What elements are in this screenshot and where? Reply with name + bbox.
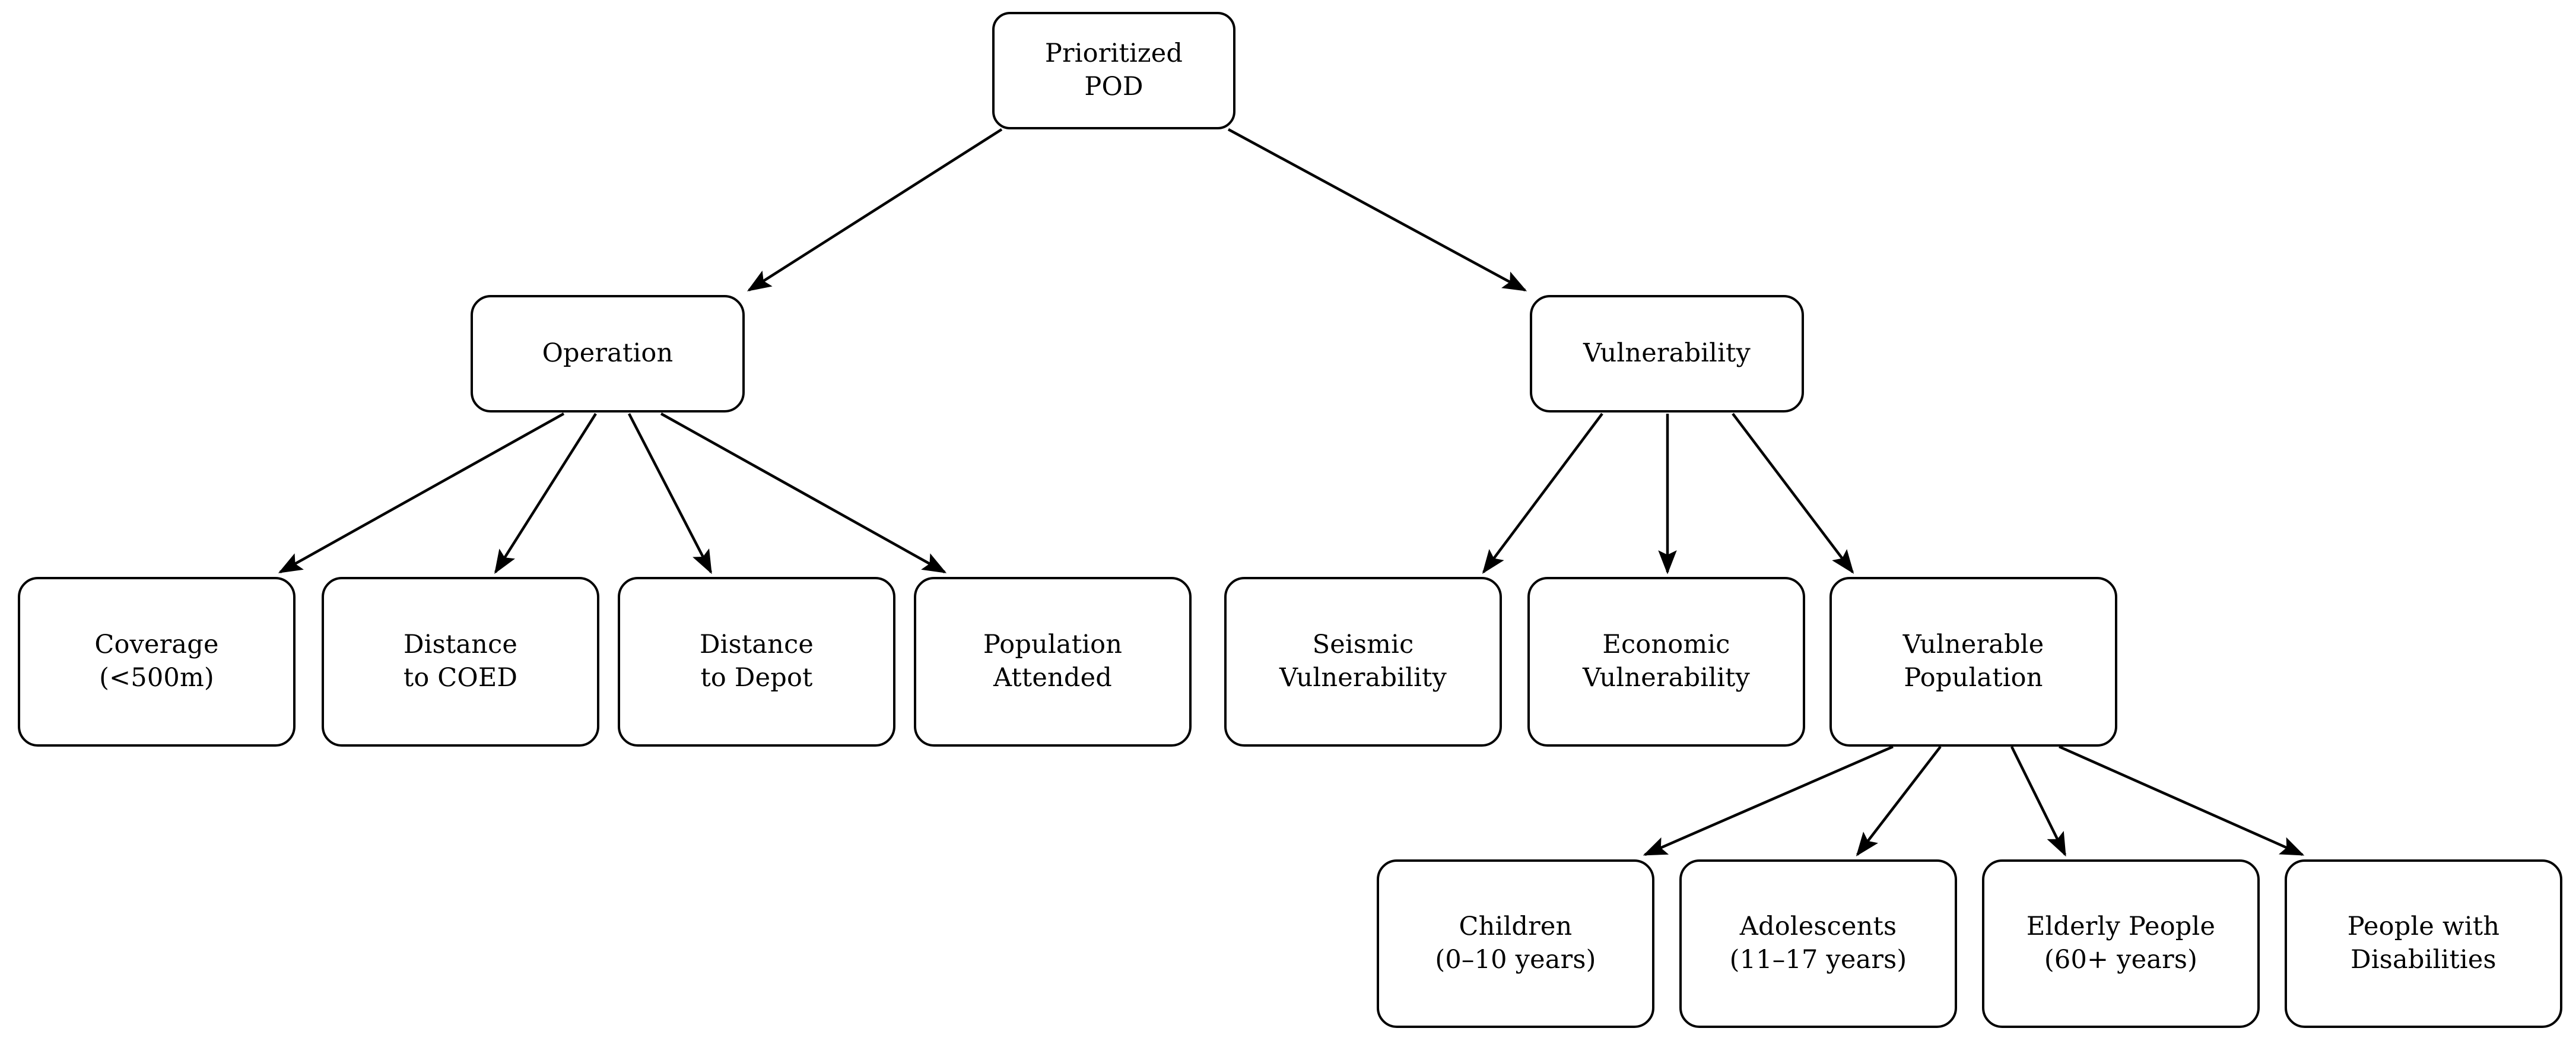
node-distance-to-coed[interactable]: Distance to COED xyxy=(322,577,599,747)
node-label: Children (0–10 years) xyxy=(1435,912,1596,975)
node-vulnerable-population[interactable]: Vulnerable Population xyxy=(1829,577,2117,747)
edge-vulnerable-population-to-elderly-people xyxy=(2010,746,2067,857)
node-label: Economic Vulnerability xyxy=(1582,630,1751,693)
node-label: Distance to COED xyxy=(403,630,518,693)
node-vulnerability[interactable]: Vulnerability xyxy=(1530,295,1804,412)
node-label: Seismic Vulnerability xyxy=(1279,630,1447,693)
edge-vulnerable-population-to-people-with-disabilities xyxy=(2059,745,2305,856)
edge-vulnerability-to-vulnerable-population xyxy=(1732,412,1854,574)
node-label: People with Disabilities xyxy=(2347,912,2500,975)
node-operation[interactable]: Operation xyxy=(471,295,745,412)
edge-prioritized-pod-to-vulnerability xyxy=(1227,128,1527,291)
node-label: Vulnerability xyxy=(1583,338,1751,369)
node-label: Distance to Depot xyxy=(699,630,814,693)
node-adolescents[interactable]: Adolescents (11–17 years) xyxy=(1679,859,1957,1028)
node-people-with-disabilities[interactable]: People with Disabilities xyxy=(2285,859,2562,1028)
edge-operation-to-coverage xyxy=(278,412,565,573)
edge-operation-to-distance-to-depot xyxy=(628,412,712,575)
edge-prioritized-pod-to-operation xyxy=(747,128,1003,291)
edge-vulnerable-population-to-adolescents xyxy=(1856,745,1942,856)
node-children[interactable]: Children (0–10 years) xyxy=(1377,859,1654,1028)
node-label: Adolescents (11–17 years) xyxy=(1729,912,1907,975)
node-elderly-people[interactable]: Elderly People (60+ years) xyxy=(1982,859,2260,1028)
node-population-attended[interactable]: Population Attended xyxy=(914,577,1192,747)
edge-operation-to-distance-to-coed xyxy=(494,412,597,575)
node-label: Vulnerable Population xyxy=(1902,630,2044,693)
node-prioritized-pod[interactable]: Prioritized POD xyxy=(992,12,1235,129)
node-label: Population Attended xyxy=(983,630,1123,693)
edge-vulnerability-to-seismic-vulnerability xyxy=(1482,412,1603,574)
edge-operation-to-population-attended xyxy=(660,412,947,573)
node-seismic-vulnerability[interactable]: Seismic Vulnerability xyxy=(1224,577,1502,747)
node-coverage[interactable]: Coverage (<500m) xyxy=(18,577,296,747)
node-label: Coverage (<500m) xyxy=(94,630,219,693)
node-economic-vulnerability[interactable]: Economic Vulnerability xyxy=(1527,577,1805,747)
edge-vulnerable-population-to-children xyxy=(1643,745,1894,856)
node-distance-to-depot[interactable]: Distance to Depot xyxy=(618,577,895,747)
node-label: Prioritized POD xyxy=(1044,39,1183,101)
node-label: Operation xyxy=(542,338,674,369)
node-label: Elderly People (60+ years) xyxy=(2026,912,2216,975)
